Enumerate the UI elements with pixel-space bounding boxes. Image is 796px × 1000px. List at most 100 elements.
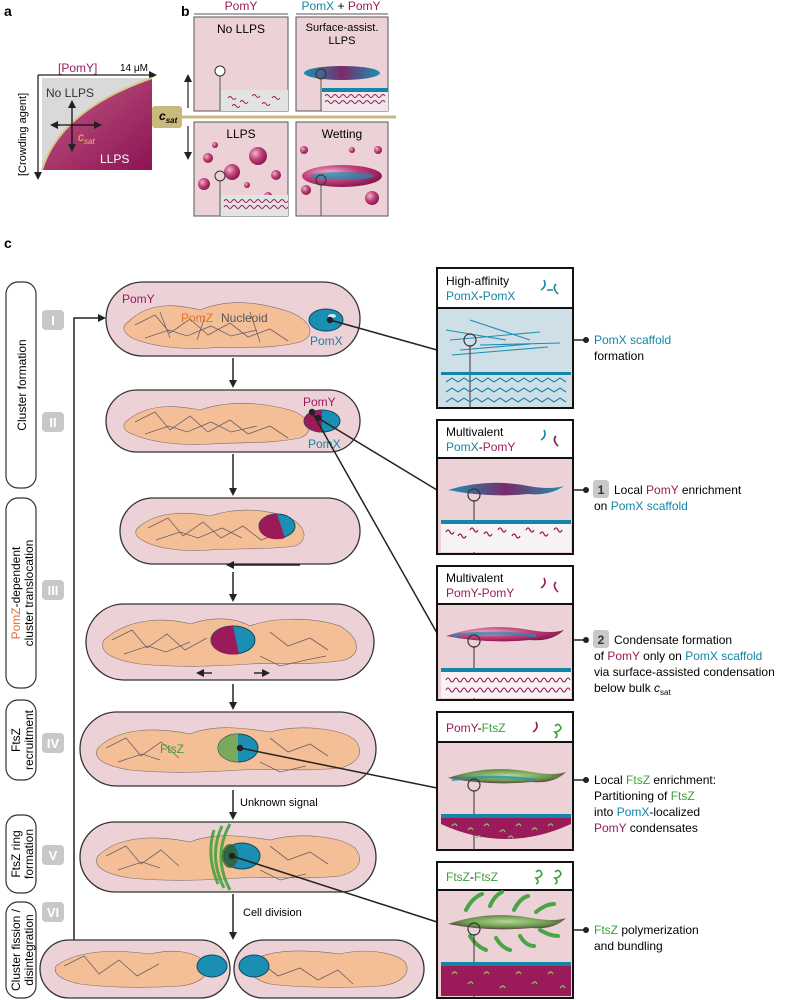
side-label-fission-2: disintegration	[22, 914, 36, 985]
pomx-cluster	[308, 308, 344, 332]
cell-1: PomY PomZ Nucleoid PomX	[105, 281, 361, 357]
box4-note-1: Local FtsZ enrichment:	[594, 773, 716, 787]
csat-label: csat	[78, 130, 95, 146]
cell-6	[39, 939, 425, 999]
box3-note-3: via surface-assisted condensation	[594, 665, 775, 679]
surface-pomy-dense	[324, 94, 386, 104]
side-label-translocation-1: PomZ-dependent	[9, 546, 23, 639]
side-label-ring-2: formation	[22, 829, 36, 879]
stage-badge-1: I	[51, 313, 55, 328]
label-pomy-2: PomY	[303, 395, 336, 409]
box-2: Multivalent PomX-PomY 1 Local PomY enric…	[436, 419, 742, 555]
surface-pin-head	[214, 65, 226, 77]
box-5: FtsZ-FtsZ FtsZ polymerization and bundli…	[436, 861, 699, 999]
panel-b: b PomY PomX + PomY No LLPS Surface-assis…	[152, 0, 396, 217]
stage-badge-2: II	[49, 415, 56, 430]
stage-badge-3: III	[48, 583, 59, 598]
llps-text: LLPS	[100, 152, 129, 166]
nucleoid	[123, 302, 311, 349]
stage-badge-4: IV	[47, 736, 60, 751]
box3-note-4: below bulk csat	[594, 681, 671, 697]
side-box-ftsz-recruitment	[5, 699, 37, 781]
box3-num: 2	[598, 633, 605, 647]
box3-note-2: of PomY only on PomX scaffold	[594, 649, 762, 663]
conc-max-label: 14 μM	[120, 63, 148, 74]
llps-membrane	[220, 195, 288, 216]
side-box-translocation	[5, 497, 37, 689]
cycle-return-arrow	[73, 314, 106, 960]
side-label-ftsz-recruit-2: recruitment	[22, 709, 36, 770]
stage-badge-6: VI	[47, 905, 59, 920]
box3-note-1: Condensate formation	[614, 633, 732, 647]
ftsz-bundles	[464, 890, 560, 952]
box2-num: 1	[598, 483, 605, 497]
label-unknown-signal: Unknown signal	[240, 797, 318, 809]
box-3: Multivalent PomY-PomY 2 Condensate forma…	[436, 565, 775, 701]
col1-header: PomY	[225, 0, 258, 13]
surface-pomy-layer	[322, 92, 388, 111]
pomx-scaffold-line	[322, 88, 388, 92]
side-label-cluster-formation: Cluster formation	[15, 339, 29, 430]
box2-note-1: Local PomY enrichment	[614, 483, 742, 497]
label-ftsz: FtsZ	[160, 742, 184, 756]
box4-note-3: into PomX-localized	[594, 805, 700, 819]
box4-note-2: Partitioning of FtsZ	[594, 789, 695, 803]
panel-a: a [PomY] 14 μM [Crowding agent] No LLPS …	[4, 3, 157, 180]
box-surface-label-2: LLPS	[329, 35, 356, 47]
box-1: High-affinity PomX-PomX PomX scaffold fo…	[436, 267, 671, 409]
side-box-ring-formation	[5, 814, 37, 894]
box1-note-2: formation	[594, 349, 644, 363]
csat-badge	[152, 106, 182, 128]
membrane-no-llps	[220, 90, 288, 111]
label-pomx: PomX	[310, 334, 343, 348]
csat-curve	[41, 77, 153, 171]
side-label-ring-1: FtsZ ring	[9, 830, 23, 877]
ftsz-ring	[209, 823, 232, 891]
crowding-axis-label: [Crowding agent]	[17, 93, 29, 176]
side-label-ftsz-recruit-1: FtsZ	[9, 728, 23, 752]
box3-title-1: Multivalent	[446, 571, 504, 585]
label-cell-division: Cell division	[243, 907, 302, 919]
col2-header: PomX + PomY	[301, 0, 380, 13]
label-pomz: PomZ	[181, 311, 213, 325]
box3-title-2: PomY-PomY	[446, 586, 514, 600]
cell-4: FtsZ	[79, 711, 377, 787]
csat-badge-label: csat	[159, 109, 178, 125]
label-pomy: PomY	[122, 292, 155, 306]
box-wetting-label: Wetting	[322, 127, 362, 141]
box2-note-2: on PomX scaffold	[594, 499, 688, 513]
cell-2: PomY PomX	[105, 389, 361, 453]
box5-title: FtsZ-FtsZ	[446, 870, 498, 884]
box4-note-4: PomY condensates	[594, 821, 698, 835]
stage-badge-5: V	[49, 848, 58, 863]
label-nucleoid: Nucleoid	[221, 311, 268, 325]
box2-title-2: PomX-PomY	[446, 440, 515, 454]
surface-condensate	[304, 66, 380, 80]
box-4: PomY-FtsZ Local FtsZ enrichment: Partiti…	[436, 711, 716, 851]
box1-note-1: PomX scaffold	[594, 333, 671, 347]
no-llps-text: No LLPS	[46, 86, 94, 100]
surface-pin-head-2	[315, 68, 327, 80]
panel-a-label: a	[4, 3, 12, 19]
pomy-monomers	[227, 94, 281, 108]
panel-c: c Cluster formation PomZ-dependent clust…	[4, 235, 775, 999]
cell-3b	[85, 603, 375, 681]
box1-title-2: PomX-PomX	[446, 289, 515, 303]
side-box-fission	[5, 901, 37, 999]
pomy-axis-label: [PomY]	[58, 61, 97, 75]
box-no-llps-label: No LLPS	[217, 22, 265, 36]
cell-5	[79, 821, 377, 893]
label-pomx-2: PomX	[308, 437, 341, 451]
panel-b-label: b	[181, 3, 190, 19]
box5-note-1: FtsZ polymerization	[594, 923, 699, 937]
side-label-fission-1: Cluster fission /	[9, 908, 23, 991]
box1-title-1: High-affinity	[446, 274, 509, 288]
box4-title: PomY-FtsZ	[446, 721, 506, 735]
side-box-cluster-formation	[5, 281, 37, 489]
cell-3a	[119, 497, 361, 569]
box5-note-2: and bundling	[594, 939, 663, 953]
side-label-translocation-2: cluster translocation	[22, 540, 36, 647]
box2-title-1: Multivalent	[446, 425, 504, 439]
connectors	[228, 316, 438, 923]
